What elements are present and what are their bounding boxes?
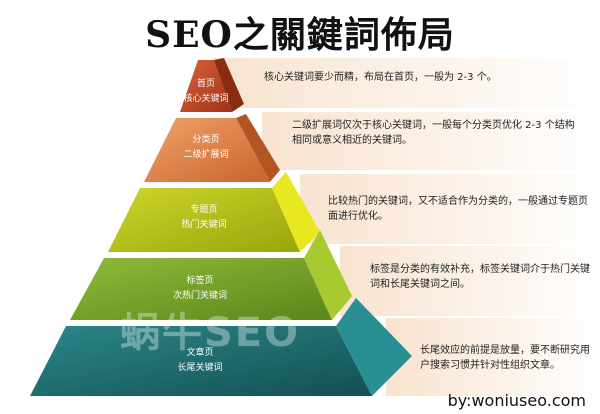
tier-1-side (214, 58, 244, 112)
page-title: SEO之關鍵詞佈局 (145, 14, 455, 56)
tier-4-name: 标签页 (186, 276, 214, 286)
tier-3-side (272, 172, 320, 252)
tier-2-front (144, 118, 270, 182)
tier-2-description: 二级扩展词仅次于核心关键词，一般每个分类页优化 2-3 个结构相同或意义相近的关… (292, 120, 575, 146)
source-credit: by:woniuseo.com (447, 391, 586, 410)
band-4 (340, 246, 600, 316)
tier-1-front (180, 60, 232, 112)
tier-1-description: 核心关键词要少而精，布局在首页，一般为 2-3 个。 (264, 72, 497, 83)
tier-1-label: 首页 核心关键词 (146, 77, 266, 107)
tier-4-description: 标签是分类的有效补充，标签关键词介于热门关键词和长尾关键词之间。 (370, 264, 590, 290)
tier-5-keyword-type: 长尾关键词 (177, 363, 223, 373)
band-5 (386, 318, 600, 396)
tier-4-label: 标签页 次热门关键词 (140, 274, 260, 304)
tier-4-keyword-type: 次热门关键词 (172, 291, 227, 301)
band-2 (262, 112, 600, 170)
tier-4-side (304, 230, 352, 320)
tier-2-label: 分类页 二级扩展词 (146, 133, 266, 163)
tier-3-name: 专题页 (190, 205, 218, 215)
tier-5-side (336, 298, 412, 396)
watermark: 蜗牛SEO (120, 310, 301, 356)
tier-3-description: 比较热门的关键词，又不适合作为分类的，一般通过专题页面进行优化。 (328, 196, 588, 222)
tier-4-front (70, 258, 332, 320)
tier-3-label: 专题页 热门关键词 (144, 203, 264, 233)
tier-5-name: 文章页 (186, 348, 214, 358)
tier-5-description: 长尾效应的前提是放量，要不断研究用户搜索习惯并针对性组织文章。 (420, 345, 590, 371)
tier-5-front (30, 326, 372, 396)
tier-2-keyword-type: 二级扩展词 (183, 150, 229, 160)
band-1 (212, 58, 600, 108)
tier-1-keyword-type: 核心关键词 (183, 94, 229, 104)
tier-3-front (108, 188, 300, 252)
tier-5-label: 文章页 长尾关键词 (140, 346, 260, 376)
tier-1-name: 首页 (196, 79, 215, 89)
tier-2-side (236, 114, 280, 182)
band-3 (300, 174, 600, 244)
tier-2-name: 分类页 (192, 135, 220, 145)
tier-3-keyword-type: 热门关键词 (181, 220, 227, 230)
